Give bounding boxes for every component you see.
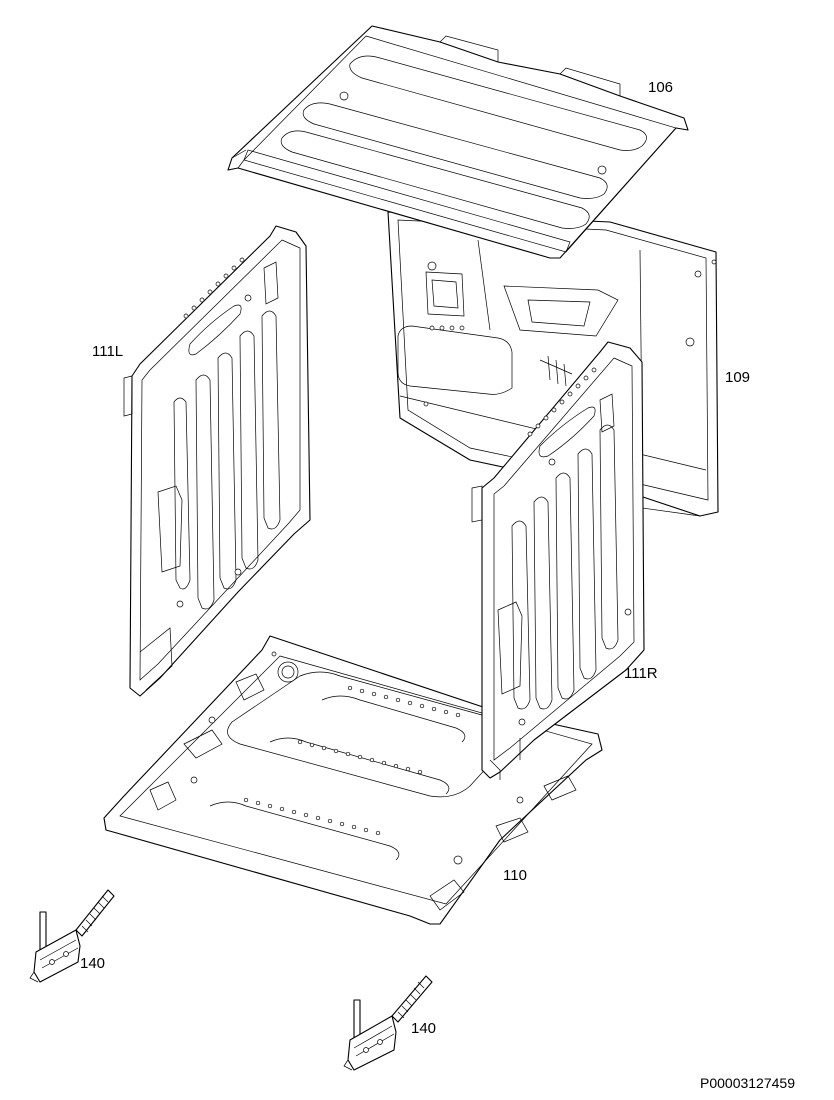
hinge-left: [29, 889, 115, 983]
label-106: 106: [648, 79, 673, 96]
left-panel: [123, 225, 311, 697]
label-111r: 111R: [624, 665, 658, 682]
drawing-code: P00003127459: [700, 1075, 795, 1091]
label-111l: 111L: [92, 343, 123, 360]
label-140-right: 140: [411, 1020, 436, 1037]
label-140-left: 140: [80, 955, 105, 972]
label-110: 110: [503, 867, 527, 884]
label-109: 109: [725, 369, 750, 386]
right-panel: [471, 341, 645, 780]
hinge-right: [343, 975, 433, 1071]
top-panel: [227, 25, 689, 259]
perforation-row: [243, 685, 461, 836]
